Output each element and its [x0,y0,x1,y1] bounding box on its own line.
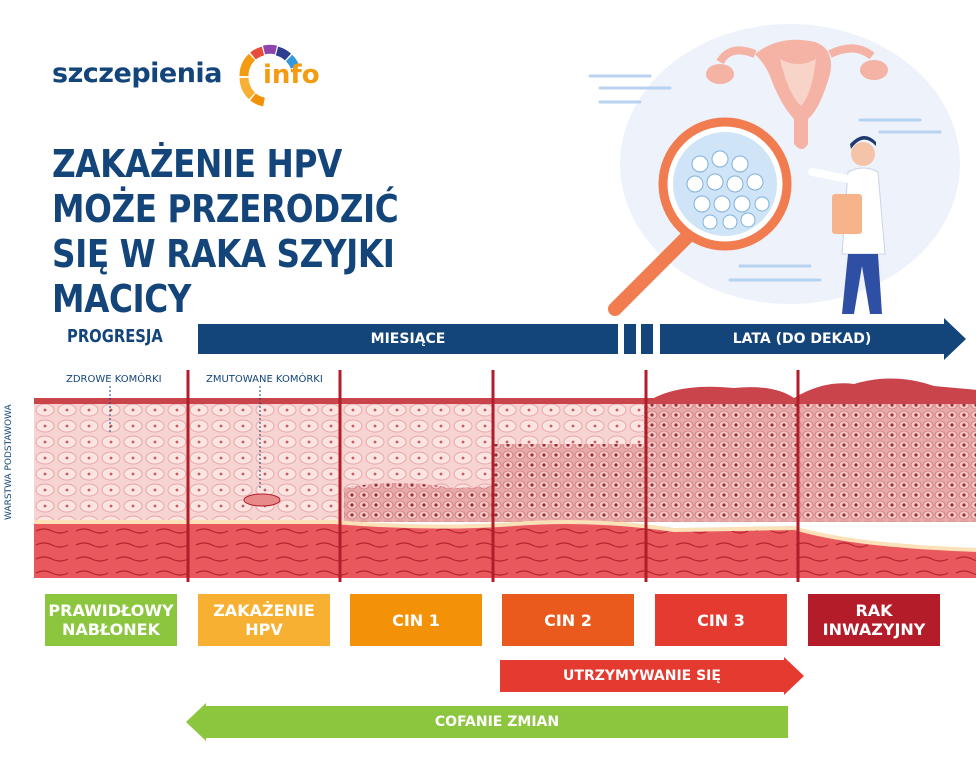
years-bar: LATA (DO DEKAD) [660,324,944,354]
stage-cin3: CIN 3 [655,594,787,646]
bar-gap-segment [641,324,653,354]
magnifier-icon [608,117,792,316]
persistence-label: UTRZYMYWANIE SIĘ [563,668,721,684]
stage-label: CIN 2 [544,610,592,630]
stage-label: ZAKAŻENIE HPV [213,601,315,639]
mutated-cells-label: ZMUTOWANE KOMÓRKI [206,374,323,385]
bar-gap-segment [624,324,636,354]
regression-arrow: COFANIE ZMIAN [206,706,788,738]
progression-label: PROGRESJA [67,326,163,347]
persistence-arrow-head [784,657,804,695]
stage-label: PRAWIDŁOWY NABŁONEK [48,601,174,639]
healthy-cells-label: ZDROWE KOMÓRKI [66,374,162,385]
regression-arrow-head [186,703,206,741]
stage-normal-epithelium: PRAWIDŁOWY NABŁONEK [45,594,177,646]
persistence-arrow: UTRZYMYWANIE SIĘ [500,660,784,692]
doctor-magnifier-illustration [588,24,960,316]
years-label: LATA (DO DEKAD) [732,331,872,347]
basal-layer-label: WARSTWA PODSTAWOWA [4,404,14,520]
logo-suffix: info [263,60,320,90]
logo-brand: szczepienia [52,58,222,89]
tissue-diagram [34,370,976,582]
stage-label: CIN 3 [697,610,745,630]
stage-invasive-cancer: RAK INWAZYJNY [808,594,940,646]
logo-ring-icon [239,44,300,107]
stage-hpv-infection: ZAKAŻENIE HPV [198,594,330,646]
regression-label: COFANIE ZMIAN [434,714,560,730]
uterus-icon [706,39,888,149]
stage-cin1: CIN 1 [350,594,482,646]
months-bar: MIESIĄCE [198,324,618,354]
progression-arrow-head [944,318,966,360]
page-title: Zakażenie HPV może przerodzić się w raka… [52,142,399,321]
stage-cin2: CIN 2 [502,594,634,646]
stage-label: RAK INWAZYJNY [822,601,926,639]
months-label: MIESIĄCE [370,331,446,347]
stage-label: CIN 1 [392,610,440,630]
doctor-icon [808,135,886,314]
